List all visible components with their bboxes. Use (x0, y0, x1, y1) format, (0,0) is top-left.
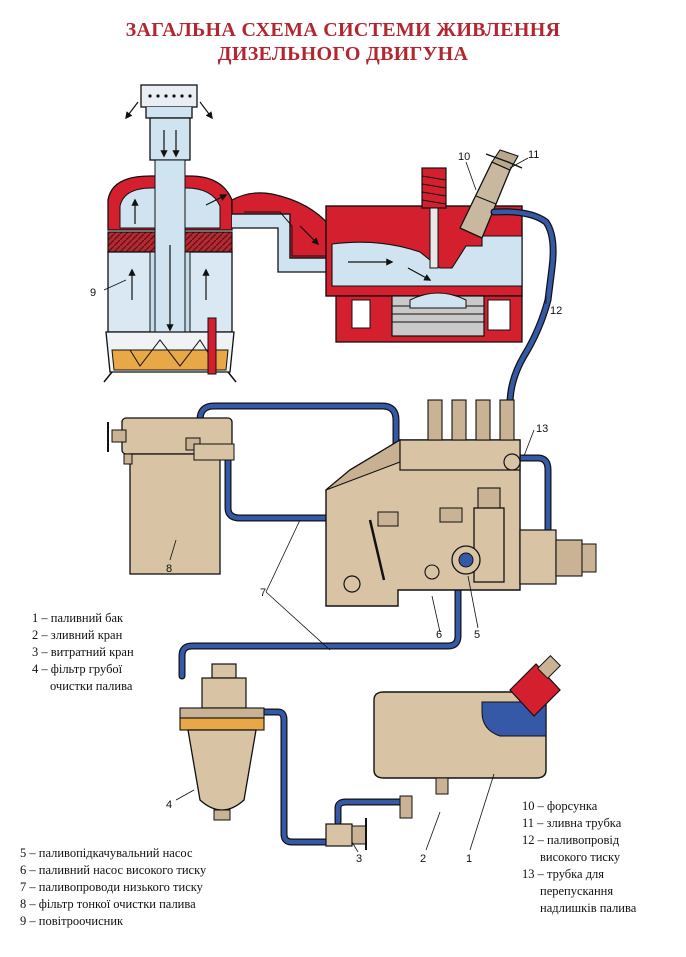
callout-5: 5 (474, 629, 480, 641)
legend-item: 11 – зливна трубка (522, 816, 622, 830)
legend-item: 5 – паливопідкачувальний насос (20, 846, 193, 860)
legend-item: 1 – паливний бак (32, 611, 124, 625)
legend-item: 2 – зливний кран (32, 628, 123, 642)
title-line-2: ДИЗЕЛЬНОГО ДВИГУНА (217, 43, 469, 65)
callout-12: 12 (550, 305, 562, 317)
callout-10: 10 (458, 151, 470, 163)
legend-item: 9 – повітроочисник (20, 914, 124, 928)
legend-item: 6 – паливний насос високого тиску (20, 863, 207, 877)
callout-2: 2 (420, 853, 426, 865)
legend-item: 3 – витратний кран (32, 645, 134, 659)
fine-filter (107, 417, 235, 575)
legend-item: високого тиску (540, 850, 621, 864)
callout-3: 3 (356, 853, 362, 865)
supply-cock (325, 818, 367, 850)
legend-right: 10 – форсунка 11 – зливна трубка 12 – па… (522, 798, 636, 917)
legend-item: 8 – фільтр тонкої очистки палива (20, 897, 196, 911)
legend-item: перепускання (540, 884, 614, 898)
legend-left-top: 1 – паливний бак 2 – зливний кран 3 – ви… (32, 610, 134, 695)
callout-4: 4 (166, 799, 172, 811)
title-line-1: ЗАГАЛЬНА СХЕМА СИСТЕМИ ЖИВЛЕННЯ (125, 19, 561, 41)
fuel-tank (373, 654, 562, 819)
callout-9: 9 (90, 287, 96, 299)
page-title: ЗАГАЛЬНА СХЕМА СИСТЕМИ ЖИВЛЕННЯ ДИЗЕЛЬНО… (0, 18, 686, 66)
legend-left-bottom: 5 – паливопідкачувальний насос 6 – палив… (20, 845, 206, 930)
callout-11: 11 (528, 149, 539, 161)
high-pressure-pump (325, 399, 597, 607)
callout-7: 7 (260, 587, 266, 599)
callout-13: 13 (536, 423, 548, 435)
legend-item: 4 – фільтр грубої (32, 662, 123, 676)
legend-item: 12 – паливопровід (522, 833, 620, 847)
low-pressure-lines (178, 402, 552, 846)
callout-1: 1 (466, 853, 472, 865)
legend-item: 13 – трубка для (522, 867, 605, 881)
feed-pump (439, 487, 505, 583)
callout-8: 8 (166, 563, 172, 575)
legend-item: надлишків палива (540, 901, 637, 915)
legend-item: очистки палива (50, 679, 133, 693)
cylinder-head (325, 149, 523, 343)
air-cleaner (103, 84, 237, 383)
callout-numbers: 9 10 11 12 13 5 6 7 8 4 3 2 1 (90, 149, 562, 865)
legend-item: 10 – форсунка (522, 799, 598, 813)
legend-item: 7 – паливопроводи низького тиску (20, 880, 203, 894)
coarse-filter (179, 663, 265, 821)
callout-leaders (103, 157, 547, 853)
callout-6: 6 (436, 629, 442, 641)
